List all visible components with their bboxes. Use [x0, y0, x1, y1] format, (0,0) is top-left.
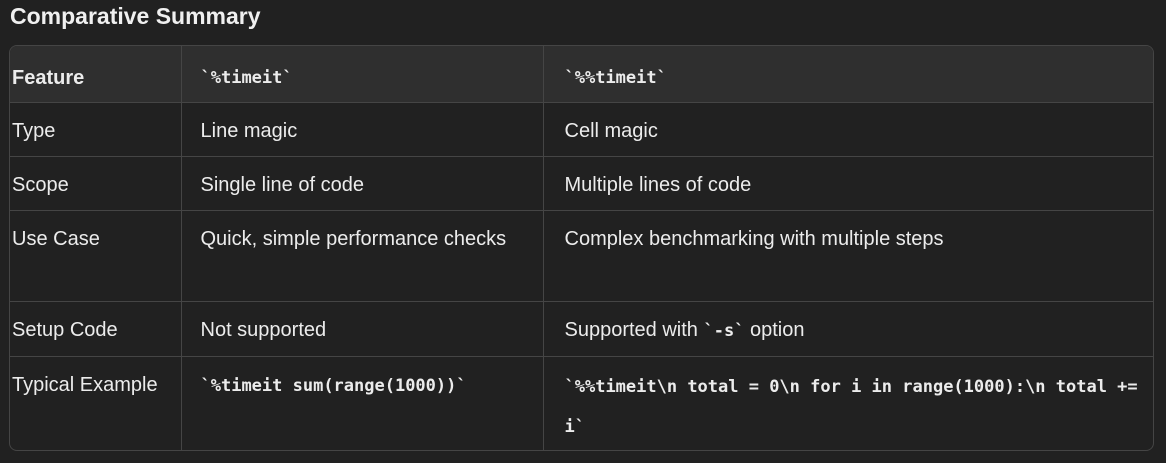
cell-timeit-cell: `%%timeit\n total = 0\n for i in range(1… [543, 356, 1153, 450]
timeit-cell: Single line of code [181, 156, 544, 211]
timeit-cell: Quick, simple performance checks [181, 210, 544, 302]
section-heading: Comparative Summary [10, 3, 261, 29]
cell-timeit-cell: Supported with `-s` option [543, 301, 1153, 357]
header-timeit: `%timeit` [181, 46, 544, 103]
table-row: Use Case Quick, simple performance check… [10, 210, 1153, 302]
cell-timeit-cell: Cell magic [543, 102, 1153, 157]
header-feature: Feature [10, 46, 182, 103]
example-code-line: `%timeit sum(range(1000))` [200, 375, 467, 396]
timeit-cell: `%timeit sum(range(1000))` [181, 356, 544, 450]
feature-cell: Use Case [10, 210, 182, 302]
example-code-cell: `%%timeit\n total = 0\n for i in range(1… [564, 376, 1138, 437]
timeit-cell: Not supported [181, 301, 544, 357]
setup-option-code: `-s` [703, 320, 745, 341]
feature-cell: Scope [10, 156, 182, 211]
table-row: Setup Code Not supported Supported with … [10, 301, 1153, 357]
table-row: Scope Single line of code Multiple lines… [10, 156, 1153, 211]
setup-text-pre: Supported with [564, 318, 704, 341]
cell-timeit-cell: Complex benchmarking with multiple steps [543, 210, 1153, 302]
timeit-cell: Line magic [181, 102, 544, 157]
table-row: Type Line magic Cell magic [10, 102, 1153, 157]
feature-cell: Typical Example [10, 356, 182, 450]
table-header-row: Feature `%timeit` `%%timeit` [10, 46, 1153, 103]
header-cell-timeit: `%%timeit` [543, 46, 1153, 103]
comparison-table: Feature `%timeit` `%%timeit` Type Line m… [9, 45, 1154, 451]
table-row: Typical Example `%timeit sum(range(1000)… [10, 356, 1153, 450]
setup-text-post: option [744, 318, 805, 341]
feature-cell: Type [10, 102, 182, 157]
feature-cell: Setup Code [10, 301, 182, 357]
cell-timeit-cell: Multiple lines of code [543, 156, 1153, 211]
